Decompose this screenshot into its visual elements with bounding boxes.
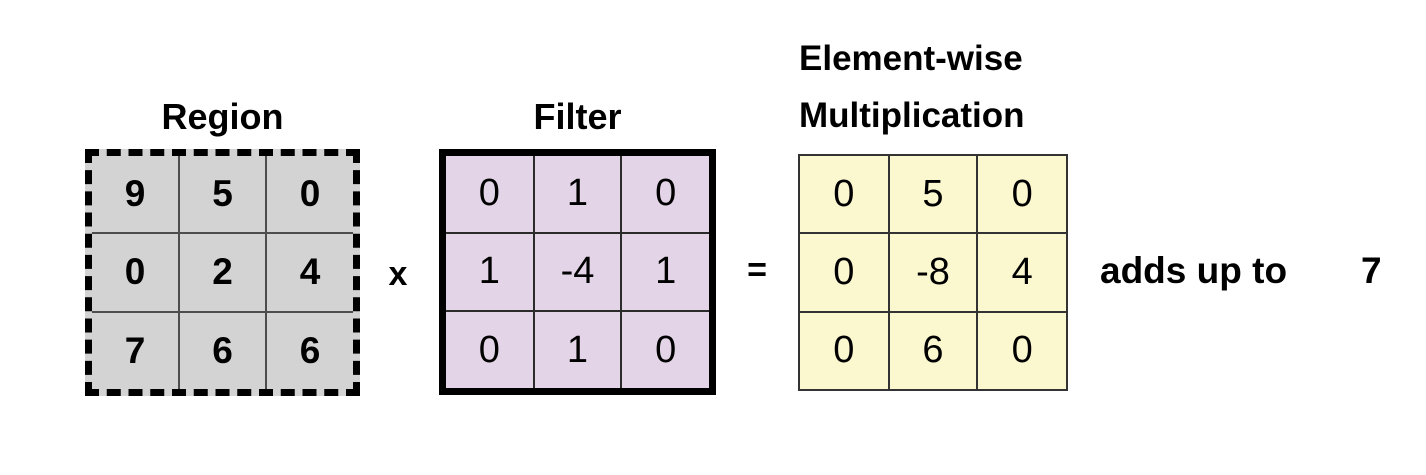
region-cell: 2 — [178, 232, 267, 313]
region-title: Region — [161, 96, 284, 137]
filter-cell: -4 — [532, 231, 623, 313]
equals-operator: = — [747, 251, 767, 289]
product-cell: 4 — [976, 232, 1067, 313]
region-cell: 0 — [265, 154, 354, 235]
region-cell: 6 — [178, 310, 267, 391]
product-title-line1: Element-wise — [799, 39, 1023, 78]
product-cell: 5 — [887, 154, 979, 235]
filter-matrix: 0 1 0 1 -4 1 0 1 0 — [439, 149, 716, 395]
product-cell: 0 — [799, 154, 890, 235]
region-cell: 5 — [178, 154, 267, 235]
region-cell: 9 — [91, 154, 180, 235]
filter-cell: 1 — [532, 310, 623, 389]
sum-value: 7 — [1361, 250, 1382, 291]
region-matrix-grid: 9 5 0 0 2 4 7 6 6 — [91, 154, 354, 391]
filter-title: Filter — [533, 96, 622, 137]
region-cell: 7 — [91, 310, 180, 391]
region-matrix: 9 5 0 0 2 4 7 6 6 — [85, 149, 360, 396]
filter-cell: 0 — [445, 310, 535, 389]
sum-label: adds up to — [1100, 250, 1288, 291]
filter-cell: 0 — [445, 155, 535, 234]
filter-cell: 1 — [445, 231, 535, 313]
region-cell: 6 — [265, 310, 354, 391]
filter-cell: 1 — [620, 231, 710, 313]
filter-cell: 0 — [620, 155, 710, 234]
region-cell: 4 — [265, 232, 354, 313]
product-title: Element-wise Multiplication — [799, 30, 1025, 144]
product-title-line2: Multiplication — [799, 96, 1025, 135]
product-cell: 0 — [799, 232, 890, 313]
region-cell: 0 — [91, 232, 180, 313]
multiply-operator: x — [388, 255, 408, 293]
product-cell: -8 — [887, 232, 979, 313]
filter-cell: 1 — [532, 155, 623, 234]
product-cell: 0 — [799, 310, 890, 391]
product-matrix: 0 5 0 0 -8 4 0 6 0 — [798, 154, 1068, 391]
product-matrix-grid: 0 5 0 0 -8 4 0 6 0 — [799, 154, 1067, 391]
product-cell: 0 — [976, 310, 1067, 391]
product-cell: 0 — [976, 154, 1067, 235]
filter-matrix-grid: 0 1 0 1 -4 1 0 1 0 — [445, 155, 710, 389]
filter-cell: 0 — [620, 310, 710, 389]
product-cell: 6 — [887, 310, 979, 391]
